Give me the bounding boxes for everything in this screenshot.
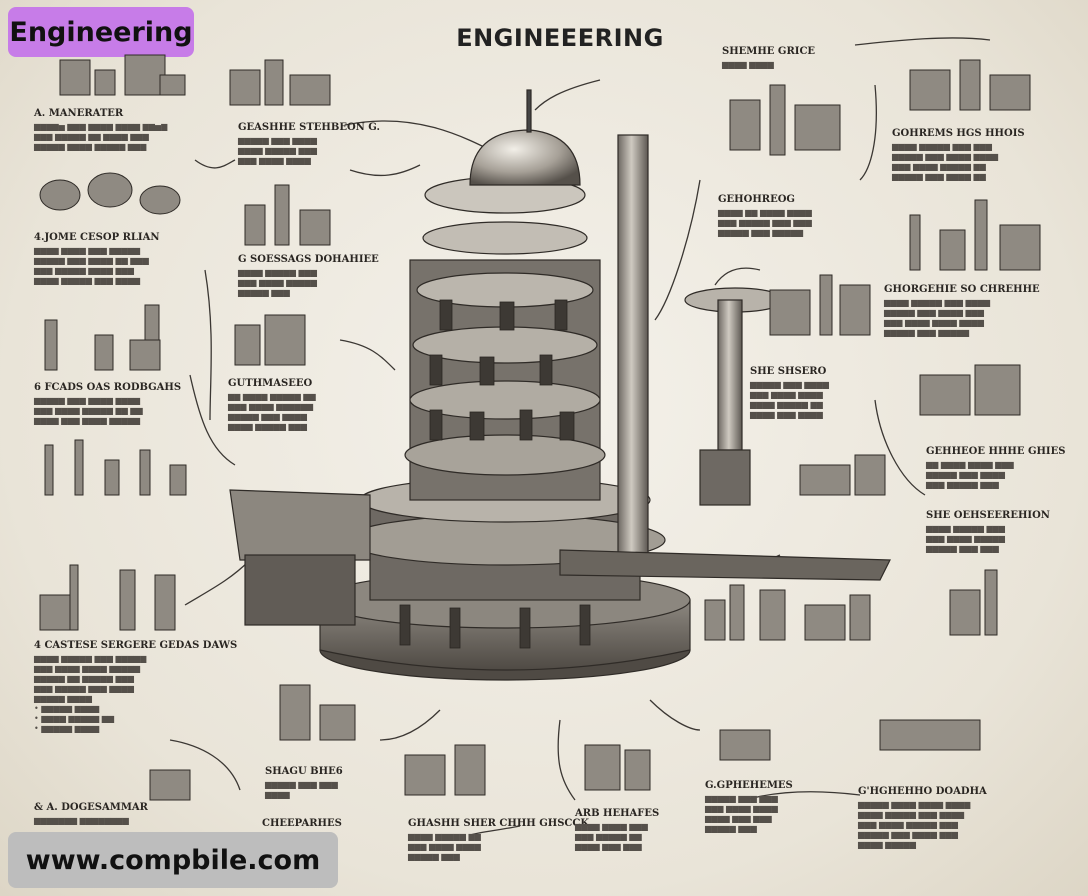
annotation-heading: G.GPHEHEMES — [705, 780, 793, 791]
annotation-heading: GEHOHREOG — [718, 194, 795, 205]
vignette-top-left — [59, 54, 186, 96]
annotation-scribble: ▆▆▆▆▅ ▆▆▆ ▆▆▆▆ ▆▆▆▆ ▆▆▅▆▆▆▆ ▆▆▆▆▆ ▆▆ ▆▆▆… — [34, 122, 168, 151]
annotation-heading: GEASHHE STEHBEON G. — [238, 122, 380, 133]
annotation-block: GUTHMASEEO ▆▆ ▆▆▆▆ ▆▆▆▆▆ ▆▆▆▆▆ ▆▆▆▆ ▆▆▆▆… — [228, 378, 368, 432]
vignette-right-2 — [909, 199, 1041, 271]
annotation-heading: A. MANERATER — [34, 108, 124, 119]
annotation-heading: GHASHH SHER CHHH GHSCCK — [408, 818, 590, 829]
annotation-heading: SHEMHE GRICE — [722, 46, 816, 57]
annotation-scribble: ▆▆▆▆ ▆▆▆▆ ▆▆▆ ▆▆▆▆▆▆▆▆▆▆ ▆▆▆ ▆▆▆▆ ▆▆ ▆▆▆… — [34, 246, 149, 285]
vignette-left-5 — [39, 564, 176, 631]
annotation-block: GHORGEHIE SO CHREHHE ▆▆▆▆ ▆▆▆▆▆ ▆▆▆ ▆▆▆▆… — [884, 284, 1059, 338]
annotation-block: SHAGU BHE6 ▆▆▆▆▆ ▆▆▆ ▆▆▆▆▆▆▆ — [265, 766, 385, 800]
annotation-heading: CHEEPARHES — [262, 818, 342, 829]
annotation-scribble: ▆▆▆▆ ▆▆▆▆ ▆▆▆▆▆▆ ▆▆▆▆▆ ▆▆▆▆▆▆ ▆▆▆ ▆▆▆ — [575, 822, 648, 851]
annotation-scribble: ▆▆▆▆▆ ▆▆▆ ▆▆▆▆▆▆ ▆▆▆▆ ▆▆▆▆▆▆▆▆ ▆▆▆ ▆▆▆▆▆… — [705, 794, 778, 833]
annotation-scribble: ▆▆▆▆ ▆▆▆▆▆ ▆▆▆ ▆▆▆▆▆▆▆▆ ▆▆▆ ▆▆▆▆ ▆▆▆▆▆▆▆… — [892, 142, 999, 181]
annotation-block: A. MANERATER ▆▆▆▆▅ ▆▆▆ ▆▆▆▆ ▆▆▆▆ ▆▆▅▆▆▆▆… — [34, 108, 214, 152]
annotation-block: GEHHEOE HHHE GHIES ▆▆ ▆▆▆▆ ▆▆▆▆ ▆▆▆▆▆▆▆▆… — [926, 446, 1066, 490]
annotation-heading: GUTHMASEEO — [228, 378, 313, 389]
annotation-heading: G SOESSAGS DOHAHIEE — [238, 254, 379, 265]
annotation-block: SHEMHE GRICE ▆▆▆▆ ▆▆▆▆ — [722, 46, 842, 70]
annotation-block: G SOESSAGS DOHAHIEE ▆▆▆▆ ▆▆▆▆▆ ▆▆▆▆▆▆ ▆▆… — [238, 254, 379, 298]
annotation-block: ARB HEHAFES ▆▆▆▆ ▆▆▆▆ ▆▆▆▆▆▆ ▆▆▆▆▆ ▆▆▆▆▆… — [575, 808, 705, 852]
illustration-title: ENGINEEERING — [456, 24, 664, 52]
annotation-scribble: ▆▆▆▆▆ ▆▆▆ ▆▆▆▆▆▆▆ — [265, 780, 338, 799]
vignette-top-right — [729, 59, 1031, 156]
annotation-scribble: ▆▆▆▆▆ ▆▆▆▆ ▆▆▆▆ ▆▆▆▆▆▆▆▆ ▆▆▆▆▆ ▆▆▆ ▆▆▆▆▆… — [858, 800, 971, 849]
annotation-scribble: ▆▆▆▆▆ ▆▆▆ ▆▆▆▆▆▆▆▆ ▆▆▆▆▆ ▆▆▆▆▆▆ ▆▆▆▆ ▆▆▆… — [238, 136, 317, 165]
annotation-heading: 6 FCADS OAS RODBGAHS — [34, 382, 182, 393]
annotation-heading: SHE SHSERO — [750, 366, 827, 377]
annotation-scribble: ▆▆▆▆▆▆▆ ▆▆▆▆▆▆▆▆ — [34, 816, 129, 825]
annotation-block: G'HGHEHHO DOADHA ▆▆▆▆▆ ▆▆▆▆ ▆▆▆▆ ▆▆▆▆▆▆▆… — [858, 786, 1058, 850]
annotation-heading: 4.JOME CESOP RLIAN — [34, 232, 160, 243]
annotation-heading: ARB HEHAFES — [575, 808, 660, 819]
annotation-scribble: ▆▆▆▆ ▆▆▆▆▆ ▆▆▆ ▆▆▆▆▆▆▆▆ ▆▆▆▆ ▆▆▆▆ ▆▆▆▆▆▆… — [34, 654, 147, 733]
vignette-left-4 — [44, 439, 187, 496]
annotation-heading: GHORGEHIE SO CHREHHE — [884, 284, 1040, 295]
vignette-right-3 — [769, 274, 1021, 416]
annotation-scribble: ▆▆▆▆▆ ▆▆▆ ▆▆▆▆ ▆▆▆▆▆▆▆ ▆▆▆▆ ▆▆▆▆▆ ▆▆ ▆▆▆… — [34, 396, 143, 425]
annotation-block: GHASHH SHER CHHH GHSCCK ▆▆▆▆ ▆▆▆▆▆ ▆▆▆▆▆… — [408, 818, 590, 862]
vignette-left-3 — [44, 304, 161, 371]
annotation-scribble: ▆▆▆▆ ▆▆ ▆▆▆▆ ▆▆▆▆▆▆▆ ▆▆▆▆▆ ▆▆▆ ▆▆▆▆▆▆▆▆ … — [718, 208, 812, 237]
vignette-left-2 — [39, 172, 181, 215]
annotation-heading: & A. DOGESAMMAR — [34, 802, 148, 813]
annotation-block: G.GPHEHEMES ▆▆▆▆▆ ▆▆▆ ▆▆▆▆▆▆ ▆▆▆▆ ▆▆▆▆▆▆… — [705, 780, 835, 834]
engineering-badge: Engineering — [8, 7, 194, 57]
annotation-heading: GEHHEOE HHHE GHIES — [926, 446, 1066, 457]
annotation-heading: G'HGHEHHO DOADHA — [858, 786, 987, 797]
annotation-heading: SHE OEHSEEREHION — [926, 510, 1050, 521]
vignette-right-4 — [799, 454, 998, 636]
annotation-block: GEASHHE STEHBEON G. ▆▆▆▆▆ ▆▆▆ ▆▆▆▆▆▆▆▆ ▆… — [238, 122, 380, 166]
annotation-block: SHE OEHSEEREHION ▆▆▆▆ ▆▆▆▆▆ ▆▆▆▆▆▆ ▆▆▆▆ … — [926, 510, 1066, 554]
annotation-scribble: ▆▆▆▆ ▆▆▆▆ — [722, 60, 774, 69]
vignette-bottom-row — [149, 584, 981, 801]
factory-vignettes — [39, 54, 1041, 801]
vignette-center-left — [234, 184, 331, 366]
annotation-block: 4 CASTESE SERGERE GEDAS DAWS ▆▆▆▆ ▆▆▆▆▆ … — [34, 640, 238, 734]
annotation-scribble: ▆▆ ▆▆▆▆ ▆▆▆▆ ▆▆▆▆▆▆▆▆ ▆▆▆ ▆▆▆▆▆▆▆ ▆▆▆▆▆ … — [926, 460, 1014, 489]
annotation-scribble: ▆▆▆▆ ▆▆▆▆▆ ▆▆▆▆▆ ▆▆▆▆ ▆▆▆▆▆▆▆▆▆ ▆▆▆ — [408, 832, 481, 861]
annotation-heading: 4 CASTESE SERGERE GEDAS DAWS — [34, 640, 238, 651]
website-badge: www.compbile.com — [8, 832, 338, 888]
annotation-scribble: ▆▆▆▆ ▆▆▆▆▆ ▆▆▆ ▆▆▆▆▆▆▆▆▆ ▆▆▆ ▆▆▆▆ ▆▆▆▆▆▆… — [884, 298, 991, 337]
annotation-scribble: ▆▆▆▆ ▆▆▆▆▆ ▆▆▆▆▆▆ ▆▆▆▆ ▆▆▆▆▆▆▆▆▆▆ ▆▆▆ ▆▆… — [926, 524, 1005, 553]
annotation-heading: SHAGU BHE6 — [265, 766, 343, 777]
annotation-scribble: ▆▆▆▆ ▆▆▆▆▆ ▆▆▆▆▆▆ ▆▆▆▆ ▆▆▆▆▆▆▆▆▆▆ ▆▆▆ — [238, 268, 317, 297]
annotation-heading: GOHREMS HGS HHOIS — [892, 128, 1025, 139]
annotation-block: & A. DOGESAMMAR ▆▆▆▆▆▆▆ ▆▆▆▆▆▆▆▆ — [34, 802, 214, 826]
annotation-block: GOHREMS HGS HHOIS ▆▆▆▆ ▆▆▆▆▆ ▆▆▆ ▆▆▆▆▆▆▆… — [892, 128, 1062, 182]
vignette-top-center — [229, 59, 331, 106]
annotation-scribble: ▆▆▆▆▆ ▆▆▆ ▆▆▆▆▆▆▆ ▆▆▆▆ ▆▆▆▆▆▆▆▆ ▆▆▆▆▆ ▆▆… — [750, 380, 829, 419]
annotation-block: 4.JOME CESOP RLIAN ▆▆▆▆ ▆▆▆▆ ▆▆▆ ▆▆▆▆▆▆▆… — [34, 232, 214, 286]
annotation-scribble: ▆▆ ▆▆▆▆ ▆▆▆▆▆ ▆▆▆▆▆ ▆▆▆▆ ▆▆▆▆▆▆▆▆▆▆▆ ▆▆▆… — [228, 392, 316, 431]
annotation-block: SHE SHSERO ▆▆▆▆▆ ▆▆▆ ▆▆▆▆▆▆▆ ▆▆▆▆ ▆▆▆▆▆▆… — [750, 366, 870, 420]
annotation-block: 6 FCADS OAS RODBGAHS ▆▆▆▆▆ ▆▆▆ ▆▆▆▆ ▆▆▆▆… — [34, 382, 214, 426]
central-tower — [229, 89, 891, 681]
annotation-block: GEHOHREOG ▆▆▆▆ ▆▆ ▆▆▆▆ ▆▆▆▆▆▆▆ ▆▆▆▆▆ ▆▆▆… — [718, 194, 868, 238]
